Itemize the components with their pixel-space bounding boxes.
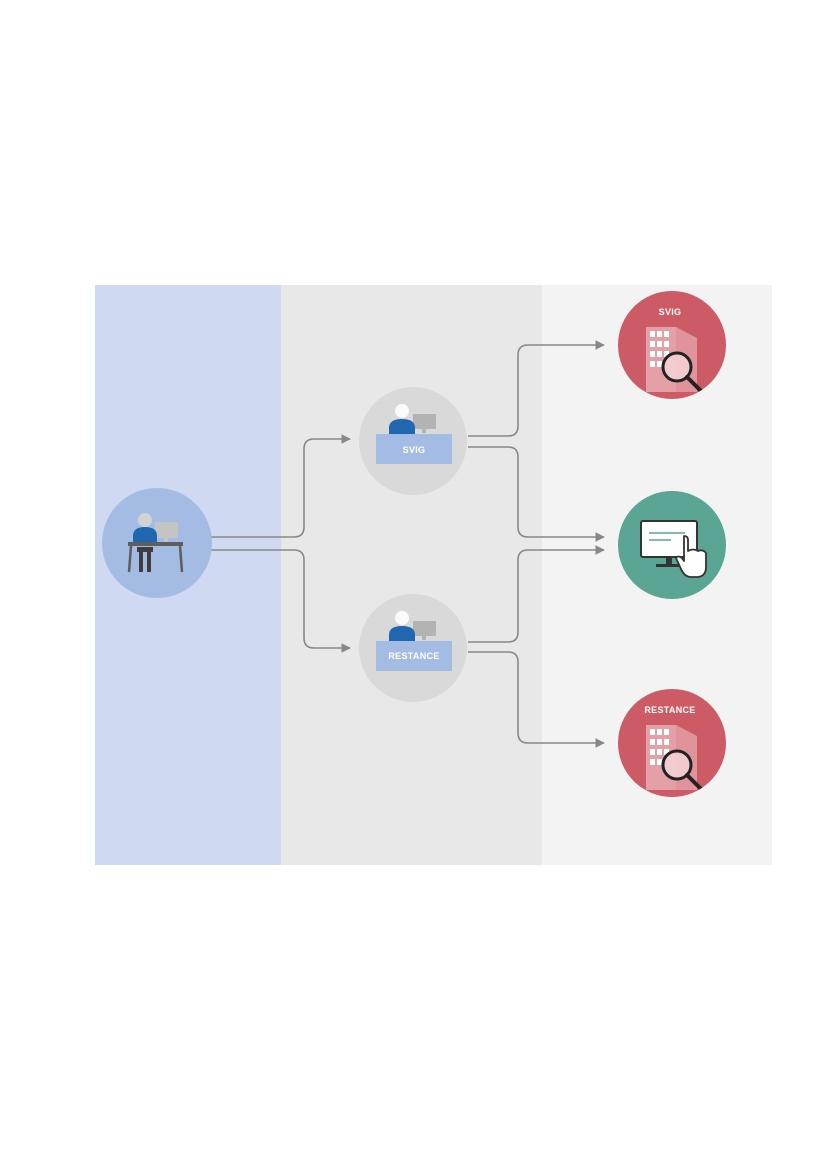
screen-touch-icon bbox=[640, 520, 707, 578]
office-restance-node: RESTANCE bbox=[359, 594, 467, 702]
office-restance-label: RESTANCE bbox=[388, 651, 439, 661]
connectors bbox=[210, 340, 605, 748]
user-node bbox=[102, 488, 212, 598]
building-svig-label: SVIG bbox=[659, 307, 682, 317]
building-search-icon bbox=[646, 725, 704, 792]
connector-restance-to-building-restance bbox=[468, 651, 605, 748]
connector-user-to-restance bbox=[210, 549, 351, 653]
building-svig-node: SVIG bbox=[618, 291, 726, 399]
column-middle bbox=[281, 285, 542, 865]
building-restance-label: RESTANCE bbox=[644, 705, 695, 715]
connector-svig-to-building-svig bbox=[468, 340, 605, 437]
office-svig-node: SVIG bbox=[359, 387, 467, 495]
screen-node bbox=[618, 491, 726, 599]
person-at-desk-icon bbox=[389, 404, 436, 436]
person-at-desk-icon bbox=[389, 611, 436, 643]
connector-restance-to-screen bbox=[468, 545, 605, 643]
building-restance-node: RESTANCE bbox=[618, 689, 726, 797]
building-search-icon bbox=[646, 327, 704, 394]
office-svig-desk bbox=[376, 434, 452, 464]
connector-user-to-svig bbox=[210, 434, 351, 538]
connector-svig-to-screen bbox=[468, 446, 605, 542]
office-restance-desk bbox=[376, 641, 452, 671]
person-at-desk-icon bbox=[127, 513, 184, 573]
office-svig-label: SVIG bbox=[403, 445, 426, 455]
